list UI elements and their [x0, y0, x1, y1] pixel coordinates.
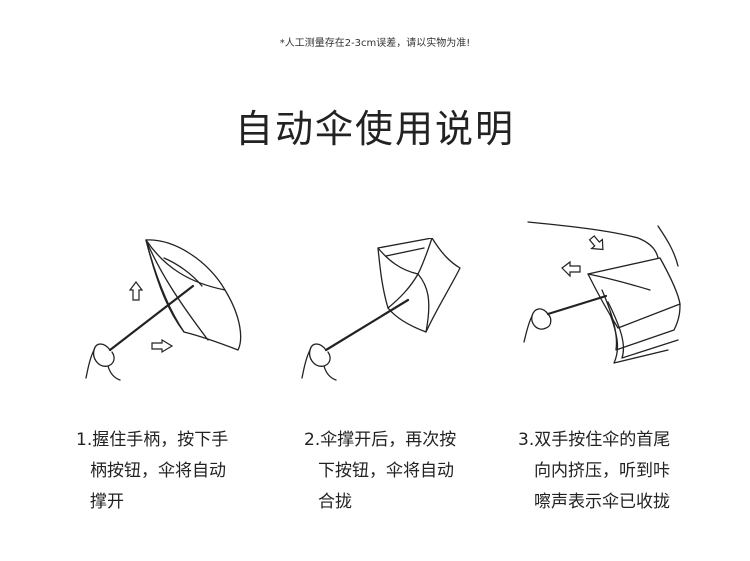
step-2-line: 合拢 — [318, 492, 352, 512]
step-1-line: 柄按钮，伞将自动 — [90, 461, 226, 481]
step-3-line: 嚓声表示伞已收拢 — [534, 492, 670, 512]
compress-umbrella-icon — [523, 221, 681, 364]
step-3-text: 3.双手按住伞的首尾 向内挤压，听到咔 嚓声表示伞已收拢 — [518, 425, 670, 518]
step-1-line: 1.握住手柄，按下手 — [76, 430, 229, 450]
page-title: 自动伞使用说明 — [234, 107, 515, 151]
step-1-line: 撑开 — [90, 492, 124, 512]
step-3-line: 3.双手按住伞的首尾 — [518, 430, 671, 450]
step-3-line: 向内挤压，听到咔 — [534, 461, 670, 481]
open-umbrella-icon — [85, 239, 242, 381]
step-1-text: 1.握住手柄，按下手 柄按钮，伞将自动 撑开 — [76, 425, 228, 518]
step-2-line: 2.伞撑开后，再次按 — [304, 430, 457, 450]
disclaimer-note: *人工测量存在2-3cm误差，请以实物为准! — [279, 38, 471, 49]
step-2-text: 2.伞撑开后，再次按 下按钮，伞将自动 合拢 — [304, 425, 456, 518]
closing-umbrella-icon — [301, 238, 461, 381]
step-2-line: 下按钮，伞将自动 — [318, 461, 454, 481]
